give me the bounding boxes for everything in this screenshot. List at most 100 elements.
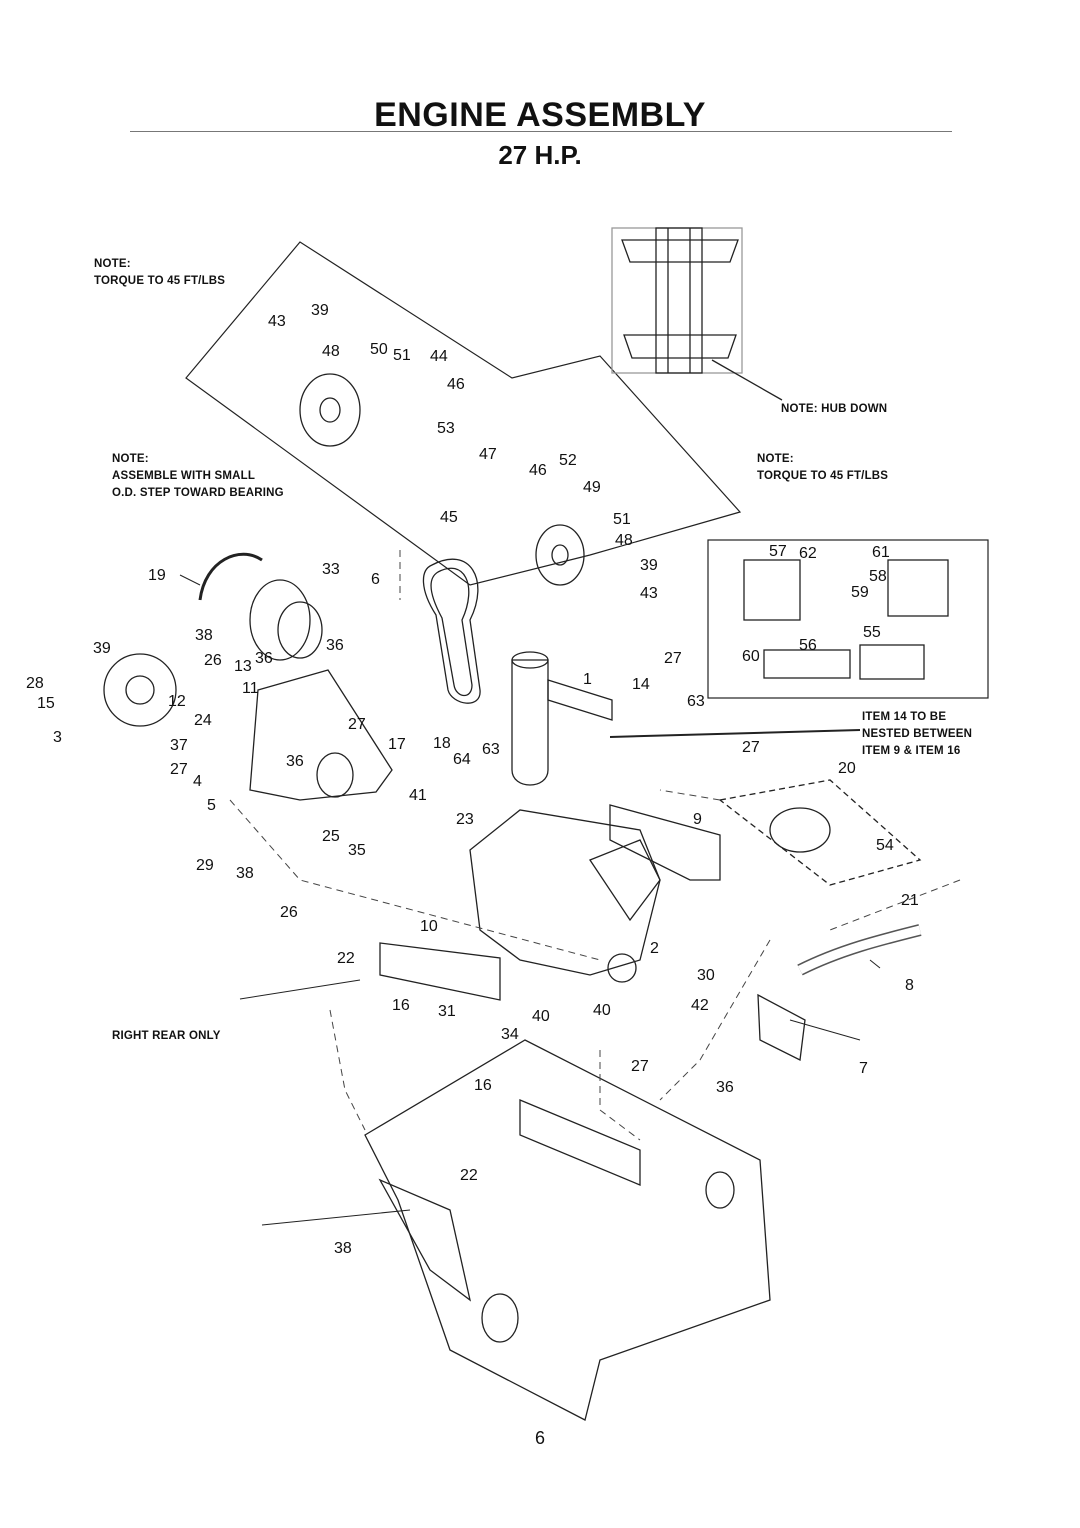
title-rule — [130, 131, 952, 132]
part-callout: 13 — [234, 658, 252, 675]
part-callout: 17 — [388, 736, 406, 753]
part-callout: 42 — [691, 997, 709, 1014]
part-callout: 3 — [53, 729, 62, 746]
part-callout: 25 — [322, 828, 340, 845]
part-callout: 61 — [872, 544, 890, 561]
part-callout: 38 — [195, 627, 213, 644]
note-right-rear: RIGHT REAR ONLY — [112, 1030, 221, 1042]
part-callout: 7 — [859, 1060, 868, 1077]
part-callout: 48 — [322, 343, 340, 360]
part-callout: 51 — [393, 347, 411, 364]
part-callout: 26 — [204, 652, 222, 669]
part-callout: 43 — [268, 313, 286, 330]
part-callout: 54 — [876, 837, 894, 854]
part-callout: 39 — [640, 557, 658, 574]
part-callout: 64 — [453, 751, 471, 768]
part-callout: 40 — [532, 1008, 550, 1025]
part-callout: 63 — [687, 693, 705, 710]
part-callout: 9 — [693, 811, 702, 828]
part-callout: 48 — [615, 532, 633, 549]
part-callout: 24 — [194, 712, 212, 729]
part-callout: 44 — [430, 348, 448, 365]
part-callout: 23 — [456, 811, 474, 828]
part-callout: 36 — [286, 753, 304, 770]
part-callout: 53 — [437, 420, 455, 437]
part-callout: 5 — [207, 797, 216, 814]
part-callout: 36 — [716, 1079, 734, 1096]
part-callout: 46 — [529, 462, 547, 479]
part-callout: 60 — [742, 648, 760, 665]
part-callout: 8 — [905, 977, 914, 994]
part-callout: 19 — [148, 567, 166, 584]
part-callout: 10 — [420, 918, 438, 935]
part-callout: 49 — [583, 479, 601, 496]
note-label: NOTE: — [112, 453, 149, 465]
note-torque-right: NOTE: TORQUE TO 45 FT/LBS — [757, 451, 888, 485]
part-callout: 35 — [348, 842, 366, 859]
spindle-hub-detail — [611, 227, 783, 401]
note-line2: NESTED BETWEEN — [862, 728, 973, 740]
part-callout: 27 — [742, 739, 760, 756]
part-callout: 43 — [640, 585, 658, 602]
part-callout: 2 — [650, 940, 659, 957]
part-callout: 33 — [322, 561, 340, 578]
part-callout: 1 — [583, 671, 592, 688]
part-callout: 52 — [559, 452, 577, 469]
part-callout: 16 — [392, 997, 410, 1014]
part-callout: 15 — [37, 695, 55, 712]
note-text-line1: ASSEMBLE WITH SMALL — [112, 470, 256, 482]
part-callout: 51 — [613, 511, 631, 528]
part-callout: 56 — [799, 637, 817, 654]
part-callout: 22 — [460, 1167, 478, 1184]
part-callout: 27 — [664, 650, 682, 667]
part-callout: 62 — [799, 545, 817, 562]
note-label: NOTE: — [757, 453, 794, 465]
part-callout: 58 — [869, 568, 887, 585]
note-text: TORQUE TO 45 FT/LBS — [94, 275, 226, 287]
part-callout: 39 — [93, 640, 111, 657]
note-line3: ITEM 9 & ITEM 16 — [862, 745, 961, 757]
part-callout: 27 — [631, 1058, 649, 1075]
part-callout: 30 — [697, 967, 715, 984]
note-text-line2: O.D. STEP TOWARD BEARING — [112, 487, 284, 499]
part-callout: 47 — [479, 446, 497, 463]
part-callout: 27 — [348, 716, 366, 733]
part-callout: 27 — [170, 761, 188, 778]
note-item14: ITEM 14 TO BE NESTED BETWEEN ITEM 9 & IT… — [862, 709, 972, 760]
note-torque-left: NOTE: TORQUE TO 45 FT/LBS — [94, 256, 225, 290]
part-callout: 26 — [280, 904, 298, 921]
part-callout: 22 — [337, 950, 355, 967]
part-callout: 50 — [370, 341, 388, 358]
part-callout: 39 — [311, 302, 329, 319]
note-assemble: NOTE: ASSEMBLE WITH SMALL O.D. STEP TOWA… — [112, 451, 284, 502]
part-callout: 45 — [440, 509, 458, 526]
page-number: 6 — [534, 1428, 545, 1448]
part-callout: 11 — [242, 680, 259, 697]
part-callout: 12 — [168, 693, 186, 710]
part-callout: 38 — [334, 1240, 352, 1257]
note-label: NOTE: — [94, 258, 131, 270]
note-line1: ITEM 14 TO BE — [862, 711, 947, 723]
part-callout: 57 — [769, 543, 787, 560]
part-callout: 59 — [851, 584, 869, 601]
part-callout: 36 — [255, 650, 273, 667]
part-callout: 37 — [170, 737, 188, 754]
part-callout: 40 — [593, 1002, 611, 1019]
part-callout: 36 — [326, 637, 344, 654]
page-title: ENGINE ASSEMBLY — [374, 96, 706, 134]
part-callout: 16 — [474, 1077, 492, 1094]
part-callout: 6 — [371, 571, 380, 588]
note-hub-down: NOTE: HUB DOWN — [781, 403, 888, 415]
part-callout: 34 — [501, 1026, 519, 1043]
part-callout: 14 — [632, 676, 650, 693]
part-callout: 18 — [433, 735, 451, 752]
note-text: TORQUE TO 45 FT/LBS — [757, 470, 889, 482]
part-callout: 4 — [193, 773, 202, 790]
part-callout: 55 — [863, 624, 881, 641]
part-callout: 38 — [236, 865, 254, 882]
part-callout: 63 — [482, 741, 500, 758]
page-subtitle: 27 H.P. — [498, 140, 582, 170]
part-callout: 28 — [26, 675, 44, 692]
part-callout: 21 — [901, 892, 919, 909]
